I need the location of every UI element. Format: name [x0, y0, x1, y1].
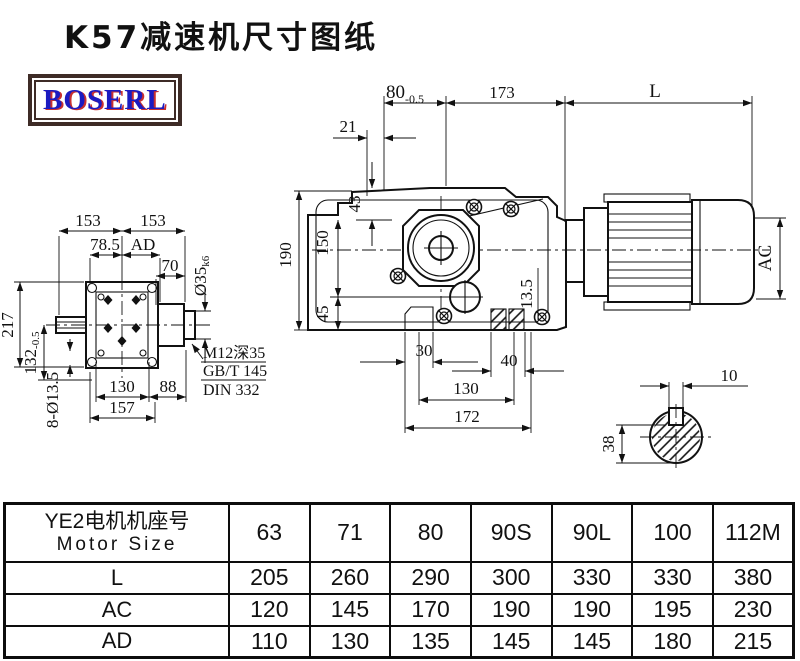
table-row-L: L 205 260 290 300 330 330 380 — [3, 560, 795, 595]
dim-label-70: 70 — [162, 256, 179, 275]
dim-label-172: 172 — [454, 407, 480, 426]
dim-label-ad: AD — [131, 235, 156, 254]
col-header-80: 80 — [389, 502, 472, 563]
note-thread: M12深35 — [203, 344, 265, 362]
cell-AC-112M: 230 — [711, 592, 795, 627]
motor-front-flange — [583, 207, 609, 297]
brand-logo-text: BOSERL — [34, 80, 176, 121]
input-adapter — [565, 219, 585, 283]
table-row-AC: AC 120 145 170 190 190 195 230 — [3, 592, 795, 627]
dim-label-38: 38 — [599, 436, 618, 453]
note-gbt145: GB/T 145 — [203, 363, 267, 380]
dim-label-AC: AC — [755, 245, 776, 271]
dim-label-13-5: 13.5 — [517, 279, 536, 309]
table-header-cn: YE2电机机座号 — [44, 509, 190, 533]
cell-L-100: 330 — [631, 560, 714, 595]
col-header-90S: 90S — [469, 502, 553, 563]
dim-label-holes: 8-Ø13.5 — [43, 372, 62, 428]
table-header-row: YE2电机机座号 Motor Size 63 71 80 90S 90L 100… — [3, 502, 795, 563]
cell-L-90S: 300 — [469, 560, 553, 595]
table-header-en: Motor Size — [56, 533, 178, 555]
input-shaft-stub — [55, 316, 87, 334]
dim-label-40: 40 — [501, 351, 518, 370]
foot-pad-hatched — [508, 308, 525, 331]
dim-label-153-right: 153 — [140, 211, 166, 230]
dim-label-132: 132-0.5 — [21, 331, 42, 374]
cell-AC-63: 120 — [228, 592, 311, 627]
cell-AD-100: 180 — [631, 624, 714, 659]
cell-L-71: 260 — [308, 560, 392, 595]
cell-AC-100: 195 — [631, 592, 714, 627]
cell-AD-80: 135 — [389, 624, 472, 659]
col-header-63: 63 — [228, 502, 311, 563]
row-label-L: L — [3, 560, 230, 595]
motor — [565, 193, 755, 311]
front-view: 153 153 78.5 AD 70 Ø35k6 217 132-0.5 8-Ø… — [0, 211, 267, 428]
col-header-100: 100 — [631, 502, 714, 563]
row-label-AC: AC — [3, 592, 230, 627]
bolt-icon — [437, 309, 452, 324]
bolt-icon — [504, 202, 519, 217]
row-label-AD: AD — [3, 624, 230, 659]
dim-label-157: 157 — [109, 398, 135, 417]
dim-label-88: 88 — [160, 377, 177, 396]
cell-AD-63: 110 — [228, 624, 311, 659]
dim-label-L: L — [649, 81, 661, 102]
dim-label-10: 10 — [721, 366, 738, 385]
page-title: K57减速机尺寸图纸 — [64, 20, 379, 56]
motor-stator — [607, 201, 693, 303]
col-header-71: 71 — [308, 502, 392, 563]
motor-size-table: YE2电机机座号 Motor Size 63 71 80 90S 90L 100… — [3, 502, 795, 659]
technical-drawing: 153 153 78.5 AD 70 Ø35k6 217 132-0.5 8-Ø… — [0, 81, 786, 470]
cell-AD-90S: 145 — [469, 624, 553, 659]
dim-label-shaft-dia: Ø35k6 — [191, 255, 212, 296]
dim-label-80: 80-0.5 — [386, 82, 424, 106]
dim-label-173: 173 — [489, 83, 515, 102]
side-view: 80-0.5 173 L 21 43 150 45 190 — [276, 81, 786, 433]
cell-L-80: 290 — [389, 560, 472, 595]
dim-label-30: 30 — [416, 341, 433, 360]
table-header-motor-size: YE2电机机座号 Motor Size — [3, 502, 230, 563]
dim-label-150: 150 — [313, 230, 332, 256]
col-header-90L: 90L — [550, 502, 634, 563]
shaft-cross-section: 10 38 — [599, 366, 748, 470]
note-din332: DIN 332 — [203, 382, 259, 399]
cell-AC-90S: 190 — [469, 592, 553, 627]
cell-L-63: 205 — [228, 560, 311, 595]
cell-AD-112M: 215 — [711, 624, 795, 659]
dim-label-190: 190 — [276, 242, 295, 268]
bolt-icon — [467, 200, 482, 215]
dim-label-130-side: 130 — [453, 379, 479, 398]
cell-AC-90L: 190 — [550, 592, 634, 627]
gearbox-front-face — [95, 291, 149, 359]
dim-label-130: 130 — [109, 377, 135, 396]
cell-L-112M: 380 — [711, 560, 795, 595]
bolt-icon — [391, 269, 406, 284]
table-row-AD: AD 110 130 135 145 145 180 215 — [3, 624, 795, 659]
foot-pad-left — [404, 306, 434, 330]
col-header-112M: 112M — [711, 502, 795, 563]
brand-logo: BOSERL — [28, 74, 182, 127]
dim-label-217: 217 — [0, 312, 17, 338]
cell-L-90L: 330 — [550, 560, 634, 595]
dim-label-78-5: 78.5 — [90, 235, 120, 254]
bolt-icon — [535, 310, 550, 325]
dim-label-43: 43 — [345, 196, 364, 213]
cell-AD-90L: 145 — [550, 624, 634, 659]
fan-cowl — [691, 199, 755, 305]
dim-label-21: 21 — [340, 117, 357, 136]
foot-pad-hatched — [490, 308, 507, 331]
cell-AC-71: 145 — [308, 592, 392, 627]
dim-label-153-left: 153 — [75, 211, 101, 230]
cell-AC-80: 170 — [389, 592, 472, 627]
cell-AD-71: 130 — [308, 624, 392, 659]
dim-label-45: 45 — [313, 306, 332, 323]
